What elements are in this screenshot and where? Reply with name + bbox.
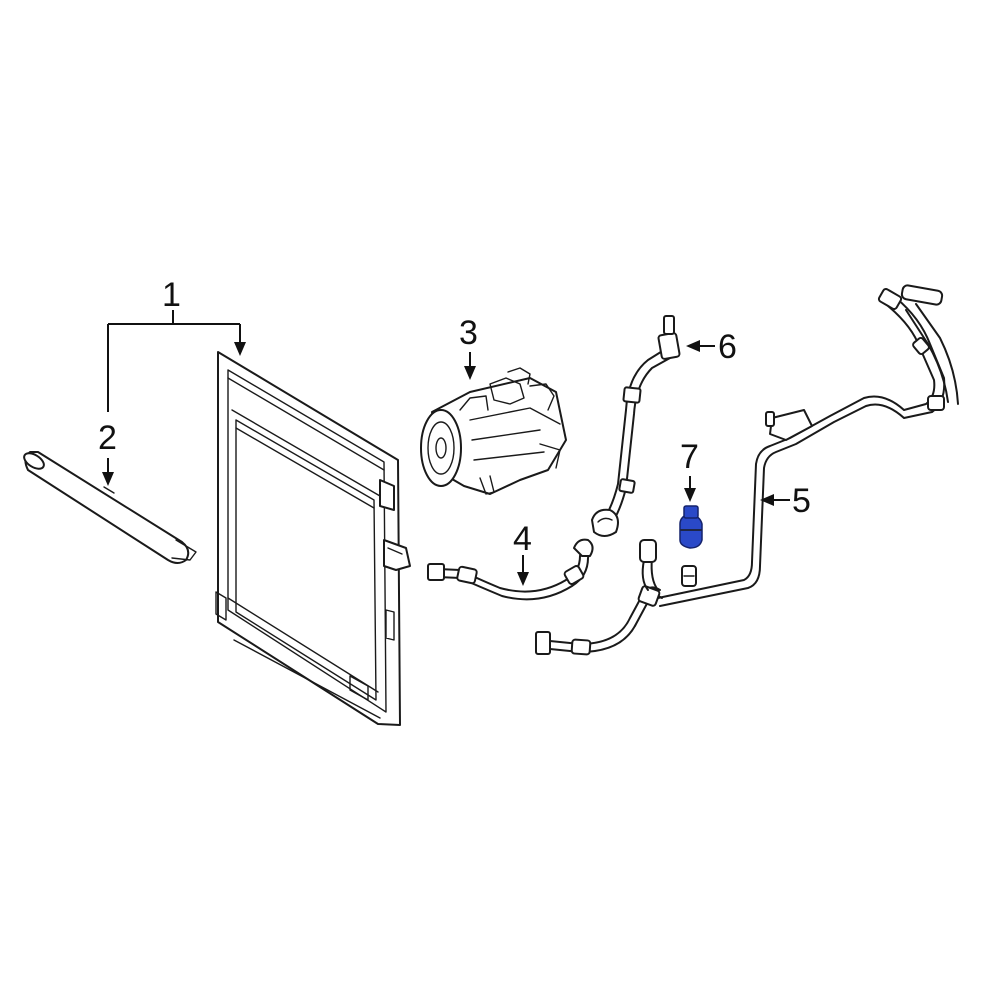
callout-7[interactable]: 7 bbox=[680, 438, 699, 476]
receiver-drier[interactable] bbox=[21, 450, 197, 564]
callout-5[interactable]: 5 bbox=[792, 482, 811, 520]
callout-4[interactable]: 4 bbox=[513, 520, 532, 558]
condenser[interactable] bbox=[215, 351, 411, 726]
ac-compressor[interactable] bbox=[420, 367, 567, 495]
callout-6[interactable]: 6 bbox=[718, 328, 737, 366]
discharge-hose[interactable] bbox=[427, 538, 594, 601]
liquid-line[interactable] bbox=[535, 284, 959, 656]
callout-3[interactable]: 3 bbox=[459, 314, 478, 352]
callout-leaders bbox=[102, 310, 790, 586]
pressure-switch[interactable] bbox=[679, 505, 703, 549]
pressure-switch-neck bbox=[683, 505, 699, 519]
pressure-switch-body bbox=[679, 513, 703, 549]
callout-2[interactable]: 2 bbox=[98, 419, 117, 457]
callout-1[interactable]: 1 bbox=[162, 276, 181, 314]
callout-numbers: 1 2 3 4 5 6 7 bbox=[98, 276, 811, 558]
suction-hose[interactable] bbox=[591, 315, 681, 537]
